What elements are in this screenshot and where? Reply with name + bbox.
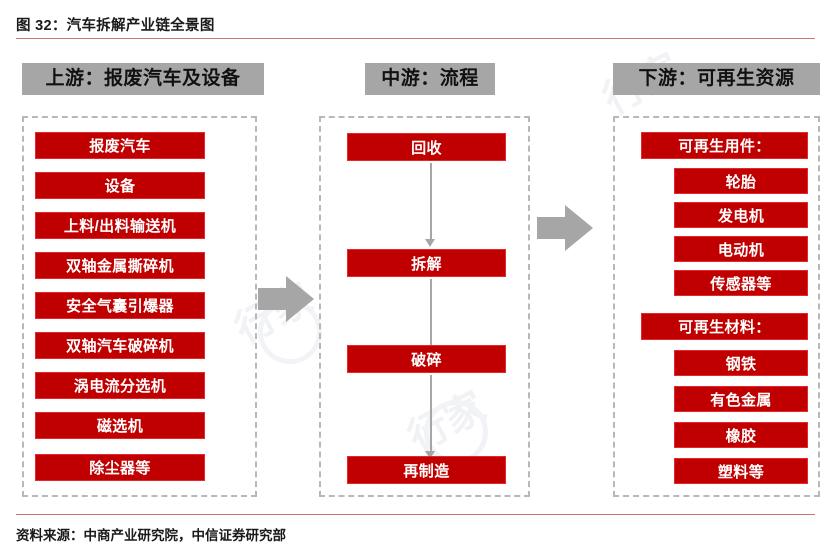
flow-arrow-midstream-to-downstream-icon — [537, 205, 593, 251]
upstream-item-box: 安全气囊引爆器 — [35, 292, 205, 319]
downstream-item-box: 电动机 — [674, 236, 808, 262]
stage-header-downstream: 下游：可再生资源 — [613, 63, 820, 95]
midstream-step-box: 回收 — [347, 133, 506, 161]
upstream-item-box: 报废汽车 — [35, 132, 205, 159]
midstream-step-box: 拆解 — [347, 249, 506, 277]
panel-upstream — [22, 116, 257, 497]
downstream-item-box: 塑料等 — [674, 458, 808, 484]
title-divider — [16, 38, 815, 39]
midstream-step-box: 破碎 — [347, 345, 506, 373]
downstream-item-box: 传感器等 — [674, 270, 808, 296]
panel-midstream: 回收 拆解 破碎 再制造 — [319, 116, 530, 497]
midstream-step-box: 再制造 — [347, 456, 506, 484]
downstream-item-box: 发电机 — [674, 202, 808, 228]
upstream-item-box: 上料/出料输送机 — [35, 212, 205, 239]
upstream-item-box: 除尘器等 — [35, 454, 205, 481]
stage-header-midstream: 中游：流程 — [365, 63, 495, 95]
flow-arrow-upstream-to-midstream-icon — [258, 276, 314, 322]
figure-source: 资料来源：中商产业研究院，中信证券研究部 — [16, 528, 286, 543]
stage-header-upstream: 上游：报废汽车及设备 — [22, 63, 264, 95]
downstream-item-box: 有色金属 — [674, 386, 808, 412]
upstream-item-box: 设备 — [35, 172, 205, 199]
panel-downstream: 可再生用件： 轮胎 发电机 电动机 传感器等 可再生材料： 钢铁 有色金属 橡胶… — [613, 116, 820, 497]
page-title: 图 32：汽车拆解产业链全景图 — [16, 18, 215, 34]
upstream-item-box: 双轴汽车破碎机 — [35, 332, 205, 359]
downstream-item-box: 钢铁 — [674, 350, 808, 376]
footer-divider — [16, 514, 815, 515]
step-arrow-down-icon — [425, 375, 436, 459]
upstream-item-box: 双轴金属撕碎机 — [35, 252, 205, 279]
step-arrow-down-icon — [425, 163, 436, 247]
watermark-ring-icon — [258, 300, 322, 364]
upstream-item-box: 磁选机 — [35, 412, 205, 439]
upstream-item-box: 涡电流分选机 — [35, 372, 205, 399]
downstream-group-title: 可再生材料： — [641, 313, 808, 340]
downstream-item-box: 橡胶 — [674, 422, 808, 448]
downstream-group-title: 可再生用件： — [641, 132, 808, 159]
downstream-item-box: 轮胎 — [674, 168, 808, 194]
